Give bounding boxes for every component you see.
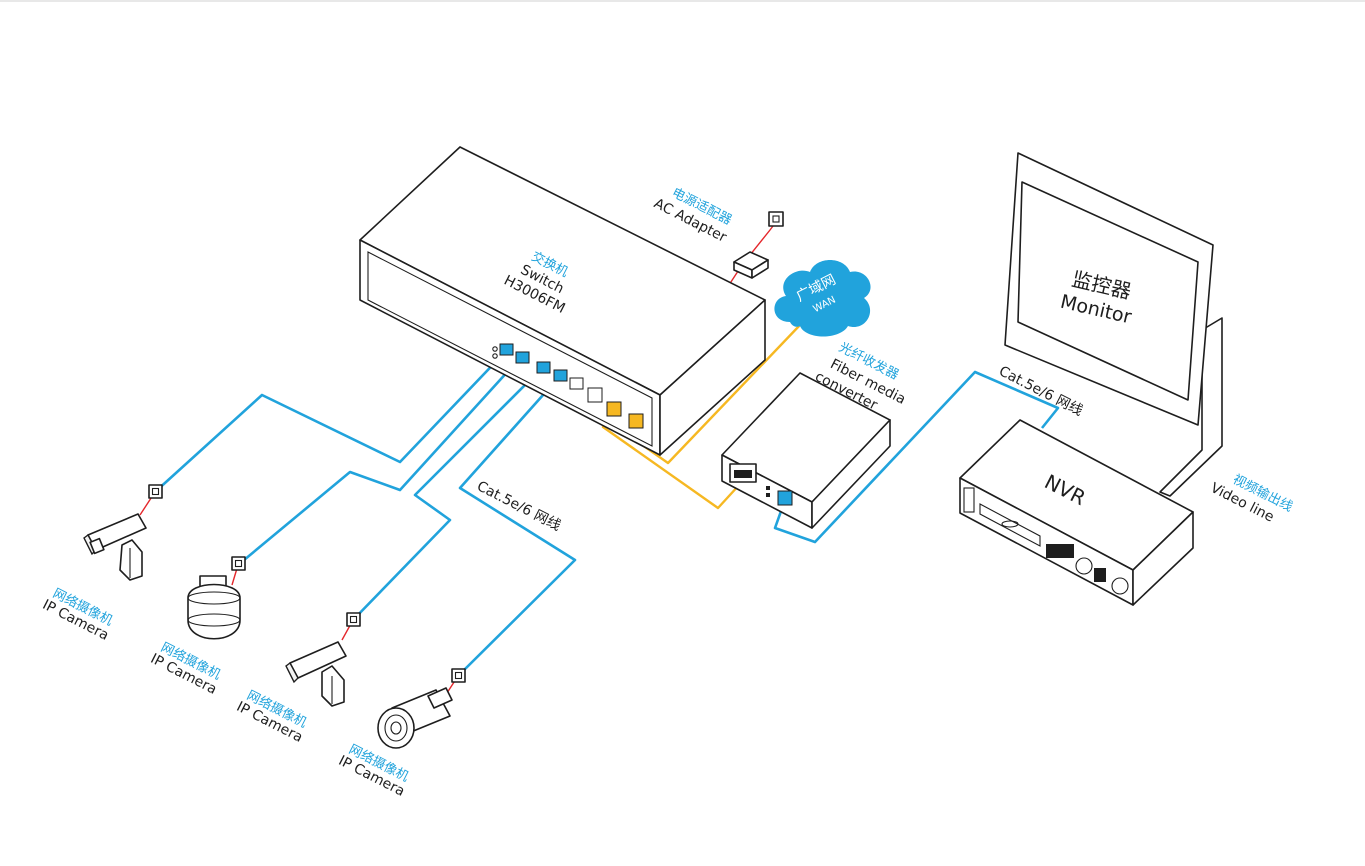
nvr-power-icon bbox=[963, 487, 975, 513]
port-1-icon bbox=[499, 343, 514, 356]
fiber-port-inner-icon bbox=[734, 470, 752, 478]
power-outlet-icon bbox=[768, 211, 784, 227]
camera-2-label: 网络摄像机 IP Camera bbox=[148, 639, 224, 697]
nvr-knob-2-icon bbox=[1111, 577, 1129, 595]
box-camera-icon bbox=[377, 687, 453, 749]
converter-led-2-icon bbox=[766, 493, 770, 497]
nvr-buttons-icon bbox=[1046, 544, 1074, 558]
bullet-camera-icon bbox=[83, 513, 147, 581]
converter-side bbox=[811, 419, 891, 529]
port-6-icon bbox=[587, 387, 603, 403]
switch-ports bbox=[492, 343, 644, 429]
wan-cloud: 广域网 WAN bbox=[774, 260, 871, 337]
adapter-side bbox=[751, 259, 769, 279]
wall-jack-2-icon bbox=[231, 556, 246, 571]
port-4-icon bbox=[553, 369, 568, 382]
cable-converter-nvr bbox=[773, 370, 1060, 544]
switch-device: 交换机 Switch H3006FM bbox=[359, 146, 766, 456]
switch-front-panel bbox=[367, 251, 653, 447]
sfp-port-2-icon bbox=[628, 413, 644, 429]
converter-led-1-icon bbox=[766, 486, 770, 490]
port-2-icon bbox=[515, 351, 530, 364]
led-2-icon bbox=[492, 353, 498, 359]
blue-cables bbox=[154, 351, 1060, 677]
cable-camera-4 bbox=[457, 375, 577, 677]
monitor-screen bbox=[1017, 181, 1199, 401]
adapter-label: 电源适配器 AC Adapter bbox=[651, 185, 734, 245]
nvr-disk-slot-icon bbox=[979, 503, 1041, 547]
video-line-label: 视频输出线 Video line bbox=[1208, 471, 1296, 525]
port-5-icon bbox=[569, 377, 584, 390]
camera-1-label: 网络摄像机 IP Camera bbox=[40, 585, 116, 643]
camera-3-label: 网络摄像机 IP Camera bbox=[234, 687, 310, 745]
port-3-icon bbox=[536, 361, 551, 374]
nvr-buttons-2-icon bbox=[1094, 568, 1106, 582]
wall-jack-4-icon bbox=[451, 668, 466, 683]
nvr-side bbox=[1132, 511, 1194, 606]
sfp-port-1-icon bbox=[606, 401, 622, 417]
cloud-icon bbox=[774, 260, 871, 337]
monitor-stand bbox=[1159, 317, 1223, 497]
bullet-camera-3-icon bbox=[285, 641, 347, 707]
cable-camera-1 bbox=[154, 351, 506, 493]
switch-side bbox=[659, 299, 766, 456]
converter-rj45-icon bbox=[777, 490, 793, 506]
cable-camera-3 bbox=[352, 367, 543, 621]
dome-camera-icon bbox=[187, 575, 241, 640]
led-1-icon bbox=[492, 346, 498, 352]
top-border bbox=[0, 0, 1365, 2]
wall-jack-3-icon bbox=[346, 612, 361, 627]
nvr-knob-1-icon bbox=[1075, 557, 1093, 575]
wall-jacks bbox=[148, 484, 466, 683]
cable-camera-2 bbox=[237, 357, 521, 567]
nvr-drive-icon bbox=[1001, 520, 1019, 528]
wall-jack-1-icon bbox=[148, 484, 163, 499]
nvr-device: NVR bbox=[959, 419, 1194, 606]
monitor-device: 监控器 Monitor bbox=[1004, 152, 1223, 497]
power-outlet-inner-icon bbox=[772, 215, 780, 223]
camera-4-label: 网络摄像机 IP Camera bbox=[336, 741, 412, 799]
